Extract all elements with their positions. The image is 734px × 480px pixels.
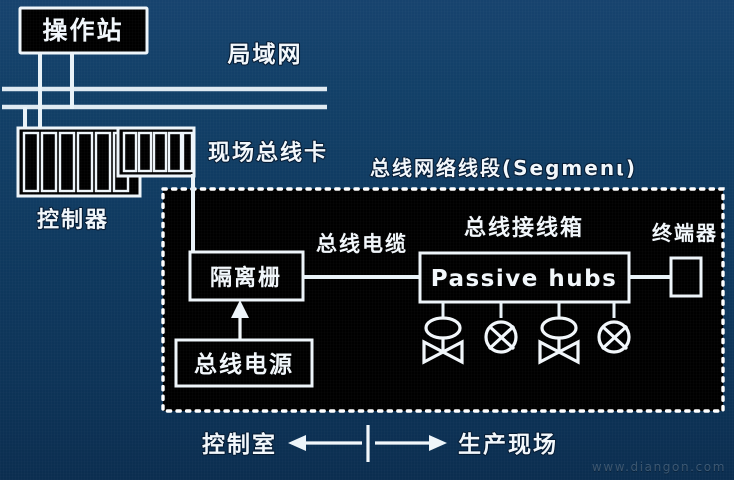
fieldbus-card — [152, 131, 168, 173]
controller-card — [58, 131, 76, 193]
isolation-barrier-box[interactable] — [188, 250, 305, 302]
passive-hubs-box[interactable] — [418, 251, 631, 304]
field-arrow-head — [429, 435, 447, 451]
control-room-label: 控制室 — [202, 431, 277, 458]
segment-label: 总线网络线段(Segmenι) — [370, 156, 637, 180]
operator-station-label: 操作站 — [42, 16, 123, 45]
terminator-box[interactable] — [669, 256, 703, 298]
power-supply-arrow-head — [231, 300, 249, 318]
bus-power-supply-label: 总线电源 — [194, 351, 294, 378]
controller-card — [40, 131, 58, 193]
fieldbus-card — [181, 131, 194, 173]
transmitter-2[interactable] — [597, 320, 631, 354]
fieldbus-card — [137, 131, 153, 173]
fieldbus-card — [167, 131, 183, 173]
operator-station-box[interactable] — [18, 6, 149, 55]
controller-label: 控制器 — [37, 207, 109, 233]
production-field-label: 生产现场 — [458, 431, 558, 458]
site-watermark: www.diangon.com — [591, 460, 726, 474]
transmitter-1[interactable] — [484, 320, 518, 354]
control-valve-2[interactable] — [538, 316, 580, 365]
control-valve-1[interactable] — [422, 316, 464, 365]
controller-card — [76, 131, 94, 193]
controller-card — [94, 131, 112, 193]
bus-cable-label: 总线电缆 — [316, 232, 408, 256]
bus-power-supply-box[interactable] — [174, 338, 314, 388]
terminator-label: 终端器 — [652, 221, 718, 245]
lan-label: 局域网 — [228, 41, 303, 68]
isolation-barrier-label: 隔离栅 — [210, 265, 282, 291]
control-room-arrow-head — [288, 435, 306, 451]
passive-hubs-label: Passive hubs — [431, 266, 618, 292]
fieldbus-card-label: 现场总线卡 — [208, 140, 328, 166]
controller-card — [22, 131, 40, 193]
bus-junction-box-label: 总线接线箱 — [464, 215, 584, 241]
fieldbus-card — [122, 131, 138, 173]
